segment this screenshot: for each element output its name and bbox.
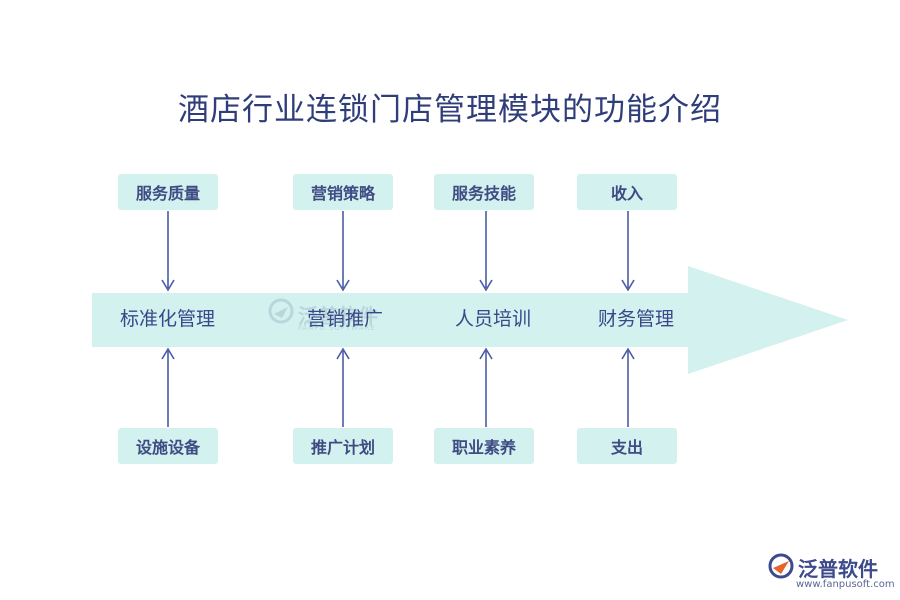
arrowhead-bottom-1 bbox=[161, 347, 175, 360]
arrowhead-top-1 bbox=[161, 279, 175, 292]
main-label-marketing-promotion: 营销推广 bbox=[307, 308, 384, 330]
watermark-subtext: FANPU SOFTWARE bbox=[298, 324, 376, 332]
bottom-box-promotion-plan: 推广计划 bbox=[293, 428, 393, 464]
brand-logo: 泛普软件 www.fanpusoft.com bbox=[768, 553, 895, 590]
main-label-standardization: 标准化管理 bbox=[120, 308, 216, 330]
diagram-title: 酒店行业连锁门店管理模块的功能介绍 bbox=[178, 92, 722, 128]
watermark-text: 泛普软件 bbox=[298, 304, 378, 328]
top-box-marketing-strategy: 营销策略 bbox=[293, 174, 393, 210]
top-box-service-skills: 服务技能 bbox=[434, 174, 534, 210]
bottom-box-expenses: 支出 bbox=[577, 428, 677, 464]
main-arrow bbox=[92, 266, 848, 374]
arrowhead-bottom-4 bbox=[621, 347, 635, 360]
arrowhead-top-4 bbox=[621, 279, 635, 292]
top-box-income: 收入 bbox=[577, 174, 677, 210]
watermark: 泛普软件 FANPU SOFTWARE bbox=[268, 298, 378, 332]
brand-url: www.fanpusoft.com bbox=[796, 579, 895, 590]
top-box-service-quality: 服务质量 bbox=[118, 174, 218, 210]
arrowhead-bottom-2 bbox=[336, 347, 350, 360]
bottom-box-facilities: 设施设备 bbox=[118, 428, 218, 464]
brand-logo-icon bbox=[768, 553, 794, 579]
brand-name: 泛普软件 bbox=[798, 557, 878, 581]
arrowhead-top-3 bbox=[479, 279, 493, 292]
watermark-logo-icon bbox=[268, 298, 294, 324]
bottom-box-professionalism: 职业素养 bbox=[434, 428, 534, 464]
arrowhead-top-2 bbox=[336, 279, 350, 292]
arrowhead-bottom-3 bbox=[479, 347, 493, 360]
main-label-financial-management: 财务管理 bbox=[598, 308, 675, 330]
main-label-staff-training: 人员培训 bbox=[455, 308, 532, 330]
